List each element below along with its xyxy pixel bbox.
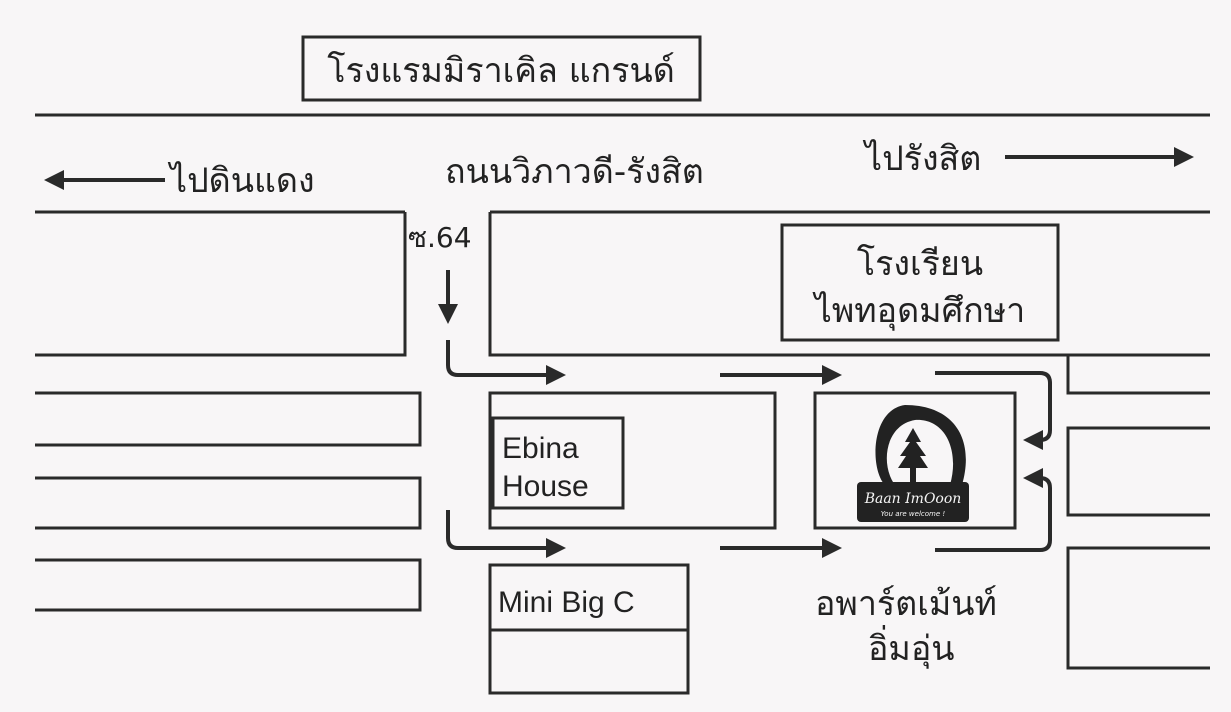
baan-imooon-box (813, 391, 1017, 530)
tree-icon (898, 428, 928, 482)
block-left-strip-3 (35, 558, 422, 612)
block-middle (488, 391, 777, 530)
ebina-house-landmark: Ebina House (491, 416, 625, 510)
apartment-label-line2: อิ่มอุ่น (868, 625, 955, 669)
logo-tagline: You are welcome ! (881, 510, 946, 518)
hotel-landmark: โรงแรมมิราเคิล แกรนด์ (301, 35, 702, 102)
block-left-strip-1 (35, 391, 422, 447)
block-left-strip-2 (35, 476, 422, 530)
school-box (780, 223, 1060, 342)
mini-big-c-landmark: Mini Big C (488, 563, 690, 695)
block-right-1 (1066, 355, 1210, 395)
route-arrow-2 (446, 510, 566, 558)
ebina-label-line2: House (502, 470, 589, 503)
school-label-line2: ไพทอุดมศึกษา (812, 291, 1026, 331)
route-arrow-5 (935, 371, 1052, 450)
ebina-label-line1: Ebina (502, 432, 579, 465)
mini-big-c-label: Mini Big C (498, 586, 635, 619)
block-right-3 (1066, 546, 1210, 670)
main-road: ถนนวิภาวดี-รังสิต ไปดินแดง ไปรังสิต (35, 113, 1210, 214)
ebina-box (491, 416, 625, 510)
hotel-box (301, 35, 702, 102)
route-arrow-1 (446, 340, 566, 385)
baan-imooon-logo: Baan ImOoon You are welcome ! (857, 405, 969, 522)
apartment-label-line1: อพาร์ตเม้นท์ (815, 584, 997, 624)
baan-imooon-landmark: Baan ImOoon You are welcome ! (813, 391, 1017, 530)
school-label-line1: โรงเรียน (857, 244, 983, 284)
block-right-upper (488, 212, 1210, 357)
direction-right-label: ไปรังสิต (862, 139, 981, 179)
soi-label: ซ.64 (408, 221, 472, 254)
road-name: ถนนวิภาวดี-รังสิต (445, 152, 704, 192)
block-left-upper (35, 212, 407, 357)
logo-name: Baan ImOoon (864, 491, 962, 507)
block-right-2 (1066, 426, 1210, 517)
hotel-label: โรงแรมมิราเคิล แกรนด์ (327, 51, 675, 91)
school-landmark: โรงเรียน ไพทอุดมศึกษา (780, 223, 1060, 342)
route-arrow-6 (935, 468, 1052, 552)
direction-left-label: ไปดินแดง (167, 161, 315, 201)
